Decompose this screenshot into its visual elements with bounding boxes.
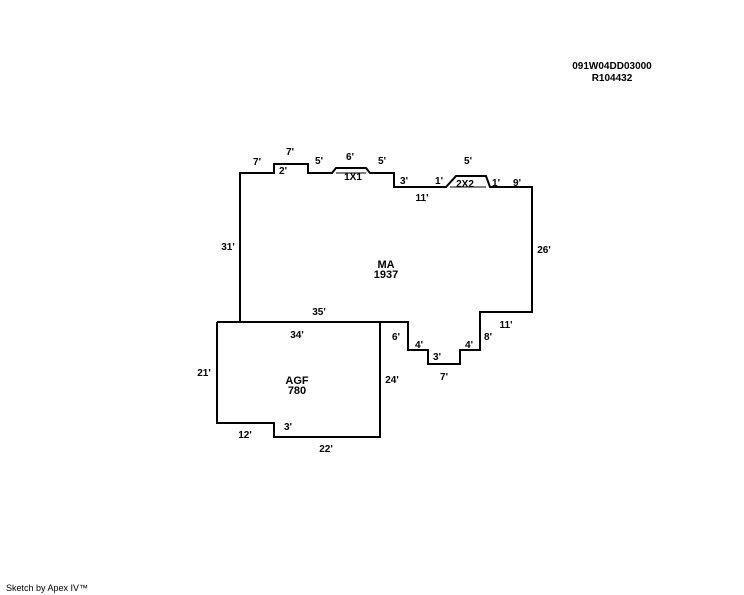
dim-lower-right: 11' (500, 320, 513, 331)
dim-step-8: 8' (484, 332, 492, 343)
dim-pre-bay1: 5' (315, 156, 323, 167)
agf-outline (216, 321, 381, 438)
dim-bay2-left: 1' (435, 176, 443, 187)
parcel-identifier: 091W04DD03000 R104432 (560, 61, 664, 85)
dim-agf-bottom-left: 12' (238, 430, 252, 441)
dim-agf-bottom: 22' (319, 444, 333, 455)
account-id: R104432 (591, 73, 633, 84)
dim-agf-right: 24' (385, 375, 399, 386)
dim-mid-run: 11' (416, 193, 429, 204)
dim-ma-top-right: 9' (513, 178, 521, 189)
parcel-id: 091W04DD03000 (572, 61, 652, 72)
bay2-label: 2X2 (456, 179, 474, 190)
dim-step-4b: 4' (415, 340, 423, 351)
sketch-credit: Sketch by Apex IV™ (6, 583, 89, 593)
dim-step-6: 6' (392, 332, 400, 343)
dim-bump-side: 2' (279, 166, 287, 177)
dim-post-bay1: 5' (378, 156, 386, 167)
agf-sqft-label: 780 (288, 385, 306, 397)
dim-bay2-top: 5' (464, 156, 472, 167)
dim-agf-left: 21' (197, 368, 211, 379)
dim-ma-bottom: 35' (312, 307, 326, 318)
ma-code-label: MA (377, 259, 394, 271)
ma-sqft-label: 1937 (374, 269, 398, 281)
dim-bottom-7: 7' (440, 372, 448, 383)
dim-bay1-top: 6' (346, 152, 354, 163)
bay1-label: 1X1 (344, 172, 362, 183)
dim-ma-right: 26' (537, 245, 551, 256)
dim-ma-top-left: 7' (253, 157, 261, 168)
dim-step-3: 3' (433, 352, 441, 363)
dim-agf-top: 34' (290, 330, 304, 341)
dim-step-down: 3' (400, 176, 408, 187)
ma-outline (217, 163, 533, 365)
dim-ma-left: 31' (221, 242, 235, 253)
agf-code-label: AGF (285, 375, 309, 387)
dim-bump-top: 7' (286, 147, 294, 158)
dim-step-4a: 4' (465, 340, 473, 351)
dim-agf-notch: 3' (284, 422, 292, 433)
dim-bay2-right: 1' (492, 178, 500, 189)
